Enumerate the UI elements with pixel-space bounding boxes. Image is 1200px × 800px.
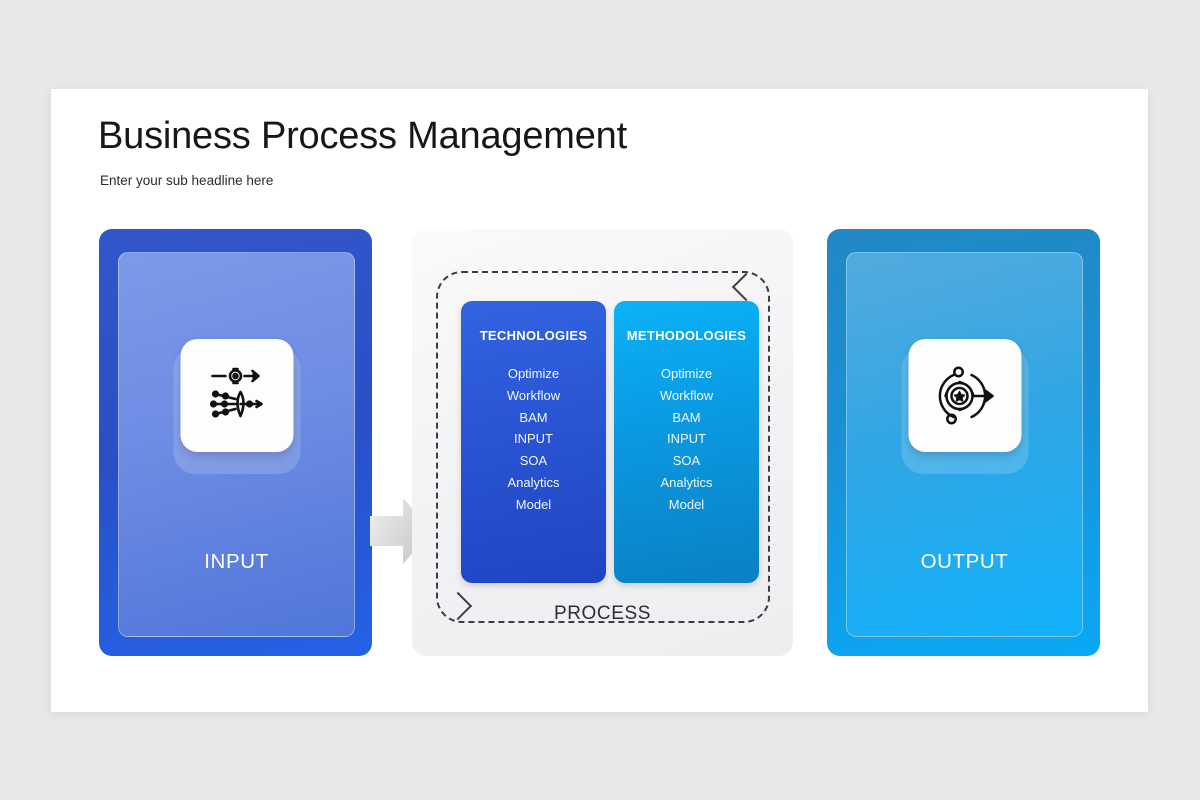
process-column-heading: TECHNOLOGIES xyxy=(479,328,588,343)
process-column-heading: METHODOLOGIES xyxy=(626,328,747,343)
output-card[interactable]: OUTPUT xyxy=(827,229,1100,656)
input-icon-backplate xyxy=(173,339,300,474)
list-item: Optimize xyxy=(507,366,560,381)
output-icon-tile xyxy=(908,339,1021,452)
list-item: Analytics xyxy=(507,474,560,490)
arrow-left-icon xyxy=(731,272,761,302)
list-item: INPUT xyxy=(667,431,706,447)
process-loop-border xyxy=(436,271,770,623)
process-column-technologies[interactable]: TECHNOLOGIES Optimize Workflow BAM INPUT… xyxy=(461,301,606,583)
list-item: BAM xyxy=(519,409,548,425)
slide-canvas: Business Process Management Enter your s… xyxy=(51,89,1148,712)
input-card-inner-panel: INPUT xyxy=(118,252,355,637)
list-item: Workflow xyxy=(506,387,561,403)
list-item: SOA xyxy=(519,453,548,469)
list-item: BAM xyxy=(672,409,701,425)
process-column-item-list: Optimize Workflow BAM INPUT SOA Analytic… xyxy=(461,363,606,516)
list-item: Model xyxy=(668,496,705,512)
output-card-inner-panel: OUTPUT xyxy=(846,252,1083,637)
process-container: TECHNOLOGIES Optimize Workflow BAM INPUT… xyxy=(412,229,793,656)
list-item: INPUT xyxy=(514,431,553,447)
process-label: PROCESS xyxy=(553,603,652,624)
input-icon-tile xyxy=(180,339,293,452)
input-card-label: INPUT xyxy=(204,550,269,573)
process-column-methodologies[interactable]: METHODOLOGIES Optimize Workflow BAM INPU… xyxy=(614,301,759,583)
output-card-label: OUTPUT xyxy=(920,550,1009,573)
page-subtitle: Enter your sub headline here xyxy=(100,173,274,188)
page-title: Business Process Management xyxy=(98,115,627,157)
list-item: Workflow xyxy=(659,387,714,403)
process-column-item-list: Optimize Workflow BAM INPUT SOA Analytic… xyxy=(614,363,759,516)
gear-target-arrow-icon xyxy=(938,366,994,424)
list-item: Analytics xyxy=(660,474,713,490)
list-item: Optimize xyxy=(660,366,713,381)
process-funnel-icon xyxy=(209,367,263,418)
list-item: SOA xyxy=(672,453,701,469)
output-icon-backplate xyxy=(901,339,1028,474)
list-item: Model xyxy=(515,496,552,512)
input-card[interactable]: INPUT xyxy=(99,229,372,656)
